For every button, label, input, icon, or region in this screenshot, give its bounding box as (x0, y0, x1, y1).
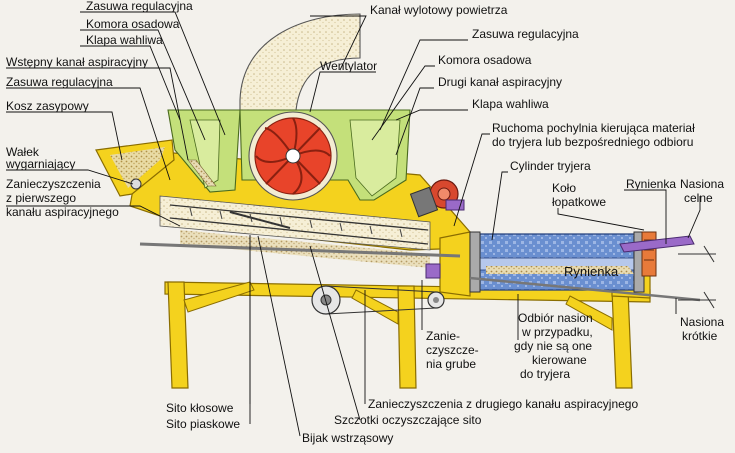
drive-pulleys (311, 285, 445, 315)
paddle-wheel (641, 231, 657, 277)
label-walek-2: wygarniający (5, 157, 75, 171)
label-nasiona-celne-1: Nasiona (680, 177, 724, 191)
air-outlet-duct (239, 13, 361, 111)
feed-roller (130, 178, 142, 190)
label-ruchoma-2: do tryjera lub bezpośredniego odbioru (492, 135, 693, 149)
label-odbior-3: gdy nie są one (514, 339, 592, 353)
label-kanal-wylotowy: Kanał wylotowy powietrza (370, 3, 508, 17)
label-zanieczyszczenia-2: Zanieczyszczenia z drugiego kanału aspir… (368, 397, 638, 411)
label-klapa-wahliwa-right: Klapa wahliwa (472, 97, 549, 111)
label-kolo-1: Koło (552, 181, 576, 195)
outlet-brackets (678, 245, 716, 309)
label-kosz-zasypowy: Kosz zasypowy (6, 99, 89, 113)
label-odbior-5: do tryjera (520, 367, 570, 381)
label-bijak: Bijak wstrząsowy (302, 431, 393, 445)
label-zanie-3: nia grube (426, 357, 476, 371)
label-sito-piaskowe: Sito piaskowe (166, 417, 240, 431)
label-zasuwa-regulacyjna-right: Zasuwa regulacyjna (472, 27, 579, 41)
fan (248, 111, 338, 201)
coarse-outlet (425, 263, 441, 279)
label-odbior-4: kierowane (532, 353, 587, 367)
short-seed-chute (469, 276, 701, 302)
spike-sieve (169, 204, 429, 231)
sieve-box (139, 195, 461, 268)
label-komora-osadowa-left: Komora osadowa (86, 17, 180, 31)
label-zanie-1: Zanie- (426, 329, 460, 343)
label-odbior-1: Odbiór nasion (518, 311, 593, 325)
label-nasiona-krotkie-1: Nasiona (680, 315, 724, 329)
label-sito-klosowe: Sito kłosowe (166, 401, 234, 415)
label-zanieczyszczenia-1-3: kanału aspiracyjnego (6, 205, 119, 219)
leader-lines (6, 11, 701, 437)
label-zanieczyszczenia-1-2: z pierwszego (6, 191, 76, 205)
label-klapa-wahliwa-left: Klapa wahliwa (86, 33, 163, 47)
label-drugi-kanal: Drugi kanał aspiracyjny (438, 75, 562, 89)
label-zasuwa-regulacyjna-top: Zasuwa regulacyjna (86, 0, 193, 13)
label-ruchoma-1: Ruchoma pochylnia kierująca materiał (492, 121, 695, 135)
label-szczotki: Szczotki oczyszczające sito (334, 413, 482, 427)
label-kolo-2: łopatkowe (552, 195, 606, 209)
label-odbior-2: w przypadku, (521, 325, 593, 339)
label-walek-1: Wałek (6, 145, 40, 159)
second-channel-flap (445, 199, 465, 211)
label-wentylator: Wentylator (320, 59, 377, 73)
trough-top (619, 235, 695, 253)
sand-sieve (169, 217, 429, 245)
label-zanie-2: czyszcze- (426, 343, 479, 357)
label-cylinder-tryjera: Cylinder tryjera (510, 159, 591, 173)
label-nasiona-celne-2: celne (684, 191, 713, 205)
label-rynienka-inner: Rynienka (564, 264, 619, 279)
label-zasuwa-regulacyjna-left: Zasuwa regulacyjna (6, 75, 113, 89)
labels: Zasuwa regulacyjna Komora osadowa Klapa … (5, 0, 724, 445)
label-komora-osadowa-right: Komora osadowa (438, 53, 532, 67)
label-rynienka-top: Rynienka (626, 177, 676, 191)
discharge-chute (139, 242, 461, 258)
label-zanieczyszczenia-1-1: Zanieczyszczenia (6, 177, 101, 191)
trommel-cylinder (469, 231, 701, 302)
label-wstepny-kanal: Wstępny kanał aspiracyjny (6, 55, 148, 69)
label-nasiona-krotkie-2: krótkie (682, 329, 718, 343)
beater-arm (229, 211, 291, 229)
